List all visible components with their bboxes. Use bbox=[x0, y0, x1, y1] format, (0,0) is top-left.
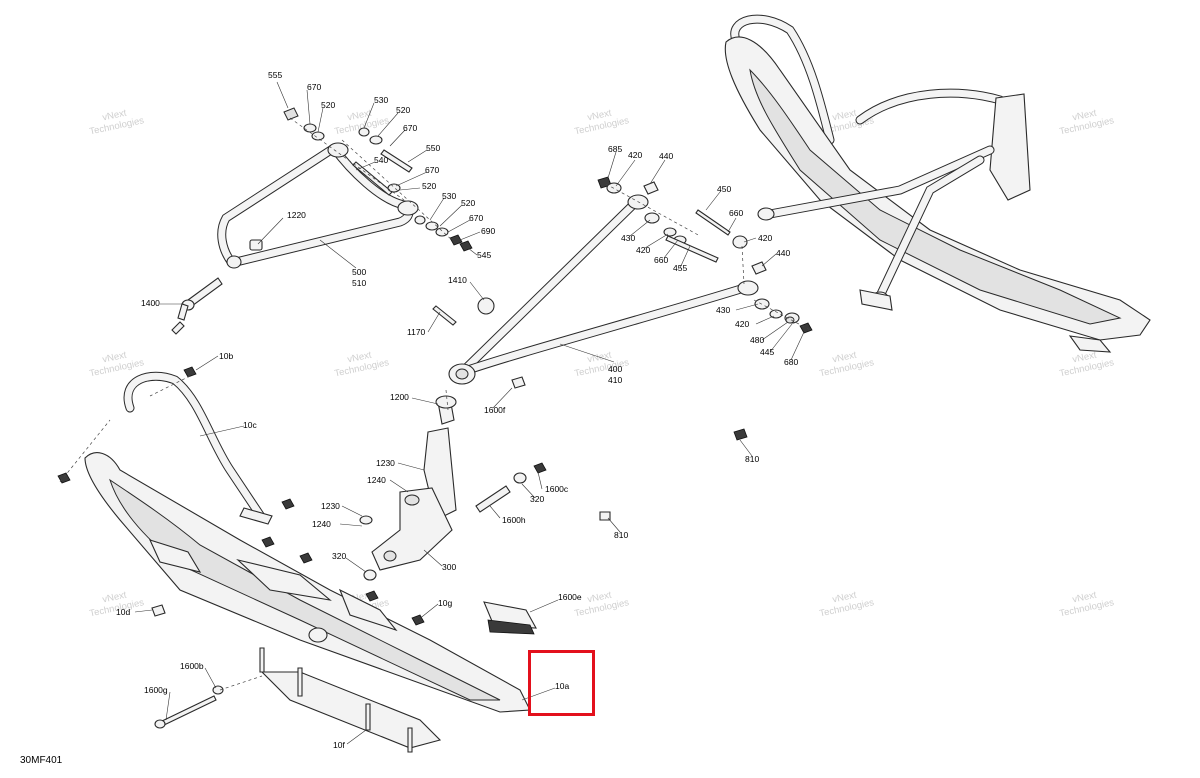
part-label-810: 810 bbox=[614, 530, 628, 540]
part-label-420: 420 bbox=[636, 245, 650, 255]
part-label-1200: 1200 bbox=[390, 392, 409, 402]
part-label-320: 320 bbox=[530, 494, 544, 504]
part-label-1220: 1220 bbox=[287, 210, 306, 220]
watermark-text: vNext bbox=[346, 108, 372, 124]
part-label-1600b: 1600b bbox=[180, 661, 204, 671]
part-label-670: 670 bbox=[403, 123, 417, 133]
part-label-530: 530 bbox=[374, 95, 388, 105]
part-label-670: 670 bbox=[425, 165, 439, 175]
part-label-685: 685 bbox=[608, 144, 622, 154]
part-label-545: 545 bbox=[477, 250, 491, 260]
watermark-text: vNext bbox=[831, 590, 857, 606]
ski-left bbox=[57, 366, 537, 753]
part-label-1230: 1230 bbox=[376, 458, 395, 468]
part-label-500: 500 bbox=[352, 267, 366, 277]
part-labels: 555 670 520 530 520 670 550 540 670 520 … bbox=[116, 70, 798, 750]
part-label-10g: 10g bbox=[438, 598, 452, 608]
part-label-10c: 10c bbox=[243, 420, 257, 430]
part-label-1410: 1410 bbox=[448, 275, 467, 285]
part-label-10d: 10d bbox=[116, 607, 130, 617]
watermark-text: vNext bbox=[346, 350, 372, 366]
part-label-660: 660 bbox=[654, 255, 668, 265]
part-label-530: 530 bbox=[442, 191, 456, 201]
part-label-420: 420 bbox=[758, 233, 772, 243]
part-label-455: 455 bbox=[673, 263, 687, 273]
lower-arm-hardware bbox=[432, 176, 813, 389]
part-label-690: 690 bbox=[481, 226, 495, 236]
part-label-520: 520 bbox=[396, 105, 410, 115]
part-label-1240: 1240 bbox=[312, 519, 331, 529]
watermark-text: vNext bbox=[586, 108, 612, 124]
part-label-320: 320 bbox=[332, 551, 346, 561]
part-label-680: 680 bbox=[784, 357, 798, 367]
part-label-670: 670 bbox=[469, 213, 483, 223]
part-label-1600f: 1600f bbox=[484, 405, 506, 415]
part-label-1600h: 1600h bbox=[502, 515, 526, 525]
lower-a-arm-assembly bbox=[448, 194, 759, 385]
part-label-430: 430 bbox=[716, 305, 730, 315]
part-label-10b: 10b bbox=[219, 351, 233, 361]
part-label-1400: 1400 bbox=[141, 298, 160, 308]
upper-arm-hardware bbox=[171, 107, 473, 335]
diagram-code: 30MF401 bbox=[20, 755, 63, 766]
part-label-440: 440 bbox=[659, 151, 673, 161]
leader-lines bbox=[134, 81, 805, 745]
part-label-1600e: 1600e bbox=[558, 592, 582, 602]
watermark-text: vNext bbox=[101, 108, 127, 124]
part-label-300: 300 bbox=[442, 562, 456, 572]
watermark-text: vNext bbox=[586, 590, 612, 606]
ski-right bbox=[724, 14, 1151, 353]
part-label-550: 550 bbox=[426, 143, 440, 153]
upper-a-arm-assembly bbox=[217, 142, 419, 269]
part-label-670: 670 bbox=[307, 82, 321, 92]
part-label-410: 410 bbox=[608, 375, 622, 385]
part-label-810: 810 bbox=[745, 454, 759, 464]
part-label-480: 480 bbox=[750, 335, 764, 345]
highlight-callout-box bbox=[528, 650, 595, 716]
part-label-430: 430 bbox=[621, 233, 635, 243]
part-label-450: 450 bbox=[717, 184, 731, 194]
part-label-1600c: 1600c bbox=[545, 484, 569, 494]
part-label-1600g: 1600g bbox=[144, 685, 168, 695]
watermark-text: vNext bbox=[831, 108, 857, 124]
part-label-400: 400 bbox=[608, 364, 622, 374]
part-label-520: 520 bbox=[321, 100, 335, 110]
part-label-520: 520 bbox=[461, 198, 475, 208]
part-label-10a: 10a bbox=[555, 681, 569, 691]
part-label-445: 445 bbox=[760, 347, 774, 357]
part-label-420: 420 bbox=[628, 150, 642, 160]
watermark-text: vNext bbox=[1071, 108, 1097, 124]
watermark-text: vNext bbox=[831, 350, 857, 366]
part-label-420: 420 bbox=[735, 319, 749, 329]
part-label-1240: 1240 bbox=[367, 475, 386, 485]
watermark-text: vNext bbox=[1071, 590, 1097, 606]
part-label-555: 555 bbox=[268, 70, 282, 80]
part-label-1230: 1230 bbox=[321, 501, 340, 511]
part-label-540: 540 bbox=[374, 155, 388, 165]
part-label-1170: 1170 bbox=[407, 327, 426, 337]
part-label-10f: 10f bbox=[333, 740, 345, 750]
part-label-440: 440 bbox=[776, 248, 790, 258]
part-label-520: 520 bbox=[422, 181, 436, 191]
part-label-660: 660 bbox=[729, 208, 743, 218]
watermark-text: vNext bbox=[101, 590, 127, 606]
part-label-510: 510 bbox=[352, 278, 366, 288]
watermark-text: vNext bbox=[1071, 350, 1097, 366]
spindle-assembly bbox=[359, 389, 748, 581]
watermark-text: vNext bbox=[101, 350, 127, 366]
